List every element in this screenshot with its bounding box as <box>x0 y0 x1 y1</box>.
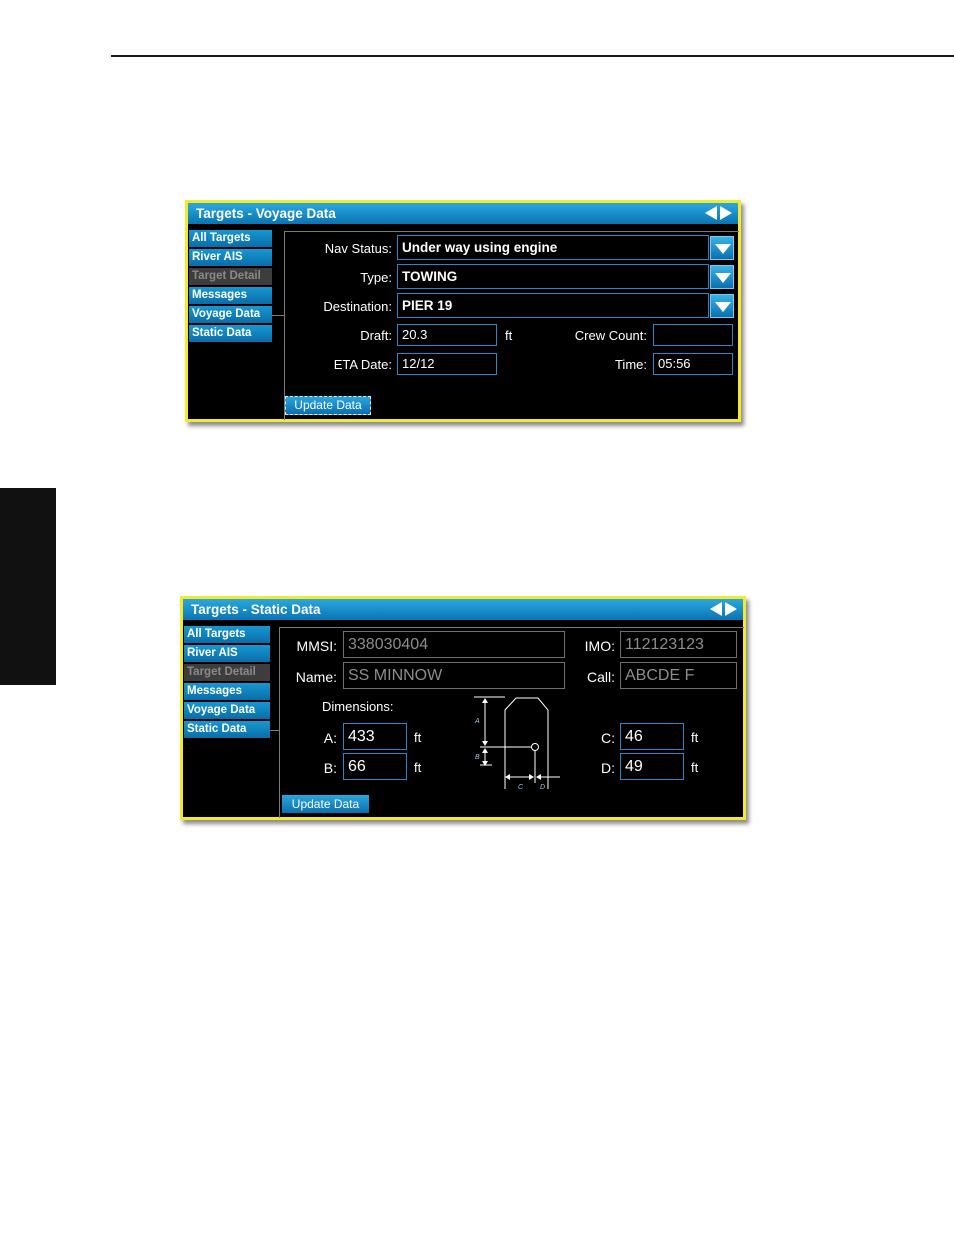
chevron-down-icon <box>715 302 731 312</box>
dimension-d-unit: ft <box>691 760 699 775</box>
dimension-d-label: D: <box>601 760 615 776</box>
destination-label: Destination: <box>323 299 392 314</box>
antenna-position-marker <box>531 743 539 751</box>
update-data-button[interactable]: Update Data <box>285 396 371 415</box>
nav-messages[interactable]: Messages <box>189 287 272 304</box>
destination-select[interactable]: PIER 19 <box>397 293 709 318</box>
nav-target-detail: Target Detail <box>189 268 272 285</box>
draft-input[interactable]: 20.3 <box>397 324 497 346</box>
nav-status-label: Nav Status: <box>324 241 392 256</box>
nav-all-targets[interactable]: All Targets <box>189 230 272 247</box>
active-tab-connector <box>272 315 284 316</box>
static-data-panel: Targets - Static Data All Targets River … <box>180 596 746 820</box>
dimension-d-input[interactable]: 49 <box>620 753 684 780</box>
nav-static-data[interactable]: Static Data <box>184 721 270 738</box>
nav-status-select[interactable]: Under way using engine <box>397 235 709 260</box>
arrow-right-icon[interactable] <box>725 602 737 616</box>
ship-dimensions-diagram: A B C D <box>474 696 560 791</box>
static-panel-titlebar: Targets - Static Data <box>183 599 743 620</box>
nav-river-ais[interactable]: River AIS <box>184 645 270 662</box>
destination-value: PIER 19 <box>402 298 453 313</box>
dimensions-label: Dimensions: <box>322 699 394 714</box>
diagram-label-c: C <box>518 784 524 791</box>
dimension-a-unit: ft <box>414 730 422 745</box>
dimension-a-label: A: <box>323 730 337 746</box>
imo-field: 112123123 <box>620 631 737 658</box>
dimension-b-unit: ft <box>414 760 422 775</box>
destination-dropdown-button[interactable] <box>710 294 734 318</box>
call-field: ABCDE F <box>620 662 737 689</box>
dimension-b-label: B: <box>323 760 337 776</box>
time-input[interactable]: 05:56 <box>653 353 733 375</box>
page-top-rule <box>111 55 954 57</box>
time-label: Time: <box>614 357 647 372</box>
eta-date-label: ETA Date: <box>333 357 392 372</box>
arrow-left-icon[interactable] <box>705 206 717 220</box>
dimension-b-input[interactable]: 66 <box>343 753 407 780</box>
eta-date-input[interactable]: 12/12 <box>397 353 497 375</box>
nav-status-dropdown-button[interactable] <box>710 236 734 260</box>
panel-nav-arrows <box>705 206 732 221</box>
nav-all-targets[interactable]: All Targets <box>184 626 270 643</box>
type-label: Type: <box>360 270 392 285</box>
crew-count-input[interactable] <box>653 324 733 346</box>
chevron-down-icon <box>715 273 731 283</box>
voyage-panel-titlebar: Targets - Voyage Data <box>188 203 738 224</box>
arrow-left-icon[interactable] <box>710 602 722 616</box>
active-tab-connector <box>270 730 279 731</box>
static-content-area <box>279 627 744 818</box>
type-dropdown-button[interactable] <box>710 265 734 289</box>
nav-status-value: Under way using engine <box>402 240 558 255</box>
update-data-button[interactable]: Update Data <box>282 795 369 813</box>
dimension-c-label: C: <box>601 730 615 746</box>
nav-voyage-data[interactable]: Voyage Data <box>189 306 272 323</box>
type-select[interactable]: TOWING <box>397 264 709 289</box>
chapter-side-tab <box>0 488 56 685</box>
dimension-c-unit: ft <box>691 730 699 745</box>
call-label: Call: <box>586 669 615 685</box>
voyage-panel-title: Targets - Voyage Data <box>196 206 336 221</box>
diagram-label-b: B <box>475 754 480 761</box>
name-field: SS MINNOW <box>343 662 565 689</box>
panel-nav-arrows <box>710 602 737 617</box>
dimension-a-input[interactable]: 433 <box>343 723 407 750</box>
mmsi-label: MMSI: <box>296 638 337 654</box>
nav-static-data[interactable]: Static Data <box>189 325 272 342</box>
voyage-sidebar-nav: All Targets River AIS Target Detail Mess… <box>189 230 272 344</box>
static-sidebar-nav: All Targets River AIS Target Detail Mess… <box>184 626 270 740</box>
draft-unit: ft <box>505 328 513 343</box>
imo-label: IMO: <box>584 638 615 654</box>
draft-label: Draft: <box>360 328 392 343</box>
name-label: Name: <box>295 669 337 685</box>
diagram-label-a: A <box>474 718 480 725</box>
diagram-label-d: D <box>540 784 545 791</box>
voyage-content-area <box>284 231 739 420</box>
static-panel-title: Targets - Static Data <box>191 602 321 617</box>
nav-voyage-data[interactable]: Voyage Data <box>184 702 270 719</box>
chevron-down-icon <box>715 244 731 254</box>
nav-target-detail: Target Detail <box>184 664 270 681</box>
ship-hull-outline <box>504 697 549 789</box>
crew-count-label: Crew Count: <box>574 328 647 343</box>
dimension-c-input[interactable]: 46 <box>620 723 684 750</box>
mmsi-field: 338030404 <box>343 631 565 658</box>
nav-river-ais[interactable]: River AIS <box>189 249 272 266</box>
voyage-data-panel: Targets - Voyage Data All Targets River … <box>185 200 741 422</box>
nav-messages[interactable]: Messages <box>184 683 270 700</box>
arrow-right-icon[interactable] <box>720 206 732 220</box>
type-value: TOWING <box>402 269 458 284</box>
